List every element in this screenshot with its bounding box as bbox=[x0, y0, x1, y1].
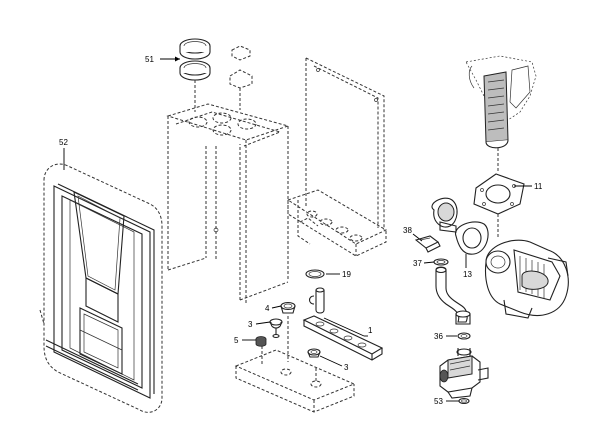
callout-36: 36 bbox=[434, 332, 443, 341]
callout-37: 37 bbox=[413, 259, 422, 268]
leader-lines bbox=[63, 56, 532, 402]
sensor-19 bbox=[305, 269, 325, 314]
callout-19: 19 bbox=[342, 270, 351, 279]
callout-51: 51 bbox=[145, 55, 154, 64]
casing-left-box bbox=[166, 103, 290, 304]
heat-exchanger bbox=[465, 55, 537, 172]
fitting-3-lower bbox=[307, 348, 321, 358]
callout-labels: 51 52 11 38 37 13 19 4 3 1 5 3 36 53 bbox=[59, 55, 543, 406]
bottom-bracket-1 bbox=[302, 315, 384, 361]
gasket-13 bbox=[455, 221, 489, 268]
callout-3-upper: 3 bbox=[248, 320, 253, 329]
gasket-11 bbox=[473, 173, 525, 238]
fitting-4 bbox=[280, 301, 296, 314]
fan-assembly bbox=[431, 197, 569, 319]
callout-4: 4 bbox=[265, 304, 270, 313]
clip-38 bbox=[414, 235, 441, 253]
callout-38: 38 bbox=[403, 226, 412, 235]
water-pipe bbox=[435, 266, 471, 325]
callout-5: 5 bbox=[234, 336, 239, 345]
callout-3-lower: 3 bbox=[344, 363, 349, 372]
callout-11: 11 bbox=[534, 182, 543, 191]
fitting-3-upper bbox=[269, 318, 283, 339]
seal-53 bbox=[458, 397, 470, 405]
callout-1: 1 bbox=[368, 326, 373, 335]
callout-52: 52 bbox=[59, 138, 68, 147]
callout-13: 13 bbox=[463, 270, 472, 279]
bottom-base bbox=[234, 316, 356, 413]
seal-36 bbox=[457, 332, 471, 340]
seal-37 bbox=[433, 258, 449, 266]
front-panel-52 bbox=[39, 163, 163, 413]
top-grommets bbox=[229, 45, 253, 110]
callout-53: 53 bbox=[434, 397, 443, 406]
flue-rings-51 bbox=[179, 38, 211, 112]
fitting-5 bbox=[255, 336, 267, 347]
base-tray bbox=[286, 189, 388, 257]
rear-panel bbox=[305, 57, 385, 230]
pump-valve bbox=[439, 348, 489, 399]
